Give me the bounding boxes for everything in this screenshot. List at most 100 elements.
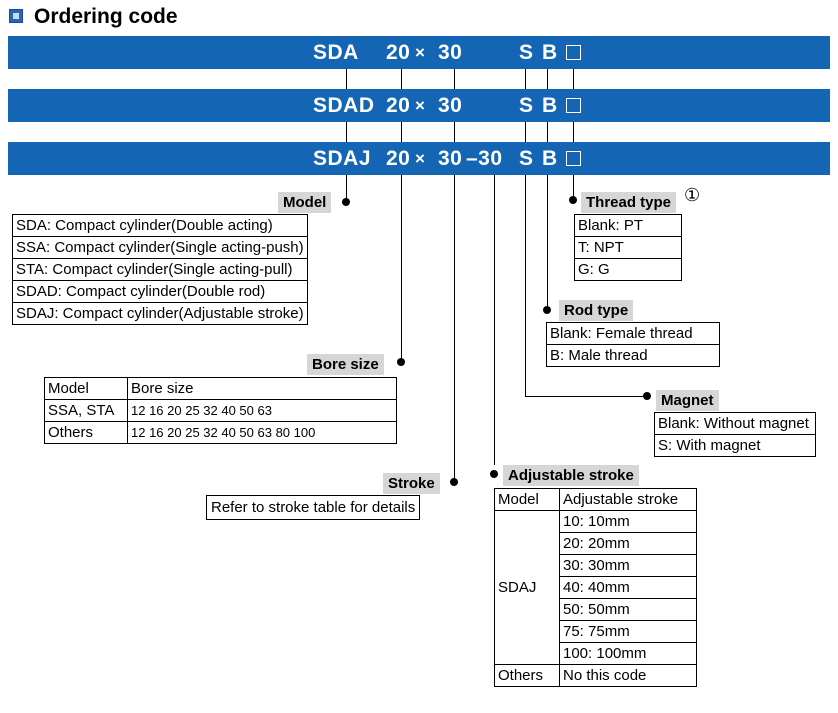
stroke-leader [454, 175, 455, 481]
magnet-dot-icon [643, 392, 651, 400]
adjustable-value: 30: 30mm [559, 554, 697, 577]
adjustable-label: Adjustable stroke [503, 465, 639, 486]
code-s: S [519, 147, 534, 170]
adjustable-header-stroke: Adjustable stroke [559, 488, 697, 511]
code-band-3 [8, 142, 830, 175]
adjustable-value: 100: 100mm [559, 642, 697, 665]
code-b: B [542, 94, 558, 117]
connector-line [401, 69, 402, 89]
adjustable-value: 40: 40mm [559, 576, 697, 599]
adjustable-value: 75: 75mm [559, 620, 697, 643]
model-item: SDAD: Compact cylinder(Double rod) [12, 280, 308, 303]
connector-line [573, 69, 574, 89]
stroke-dot-icon [450, 478, 458, 486]
adjustable-value: 50: 50mm [559, 598, 697, 621]
stroke-label: Stroke [383, 473, 440, 494]
model-list: SDA: Compact cylinder(Double acting) SSA… [12, 214, 308, 325]
magnet-label: Magnet [656, 390, 719, 411]
code-model: SDA [313, 41, 359, 64]
code-adjustable: –30 [466, 147, 503, 170]
adjustable-leader [494, 175, 495, 465]
code-bore: 20 [386, 147, 411, 170]
thread-item: Blank: PT [574, 214, 682, 237]
rod-list: Blank: Female thread B: Male thread [546, 322, 720, 367]
code-thread-box [566, 45, 581, 60]
rod-leader [547, 175, 548, 309]
code-bore: 20 [386, 94, 411, 117]
code-stroke: 30 [438, 41, 463, 64]
code-s: S [519, 94, 534, 117]
bore-table: Model Bore size SSA, STA 12 16 20 25 32 … [44, 377, 397, 444]
stroke-box: Refer to stroke table for details [205, 495, 421, 520]
magnet-item: Blank: Without magnet [654, 412, 816, 435]
connector-line [454, 122, 455, 142]
connector-line [547, 122, 548, 142]
rod-label: Rod type [559, 300, 634, 321]
bore-header-model: Model [44, 377, 128, 400]
magnet-item: S: With magnet [654, 434, 816, 457]
code-bore: 20 [386, 41, 411, 64]
thread-item: G: G [574, 258, 682, 281]
bore-row-sizes: 12 16 20 25 32 40 50 63 [127, 399, 397, 422]
thread-note-icon: ① [684, 185, 701, 205]
thread-list: Blank: PT T: NPT G: G [574, 214, 682, 281]
adjustable-value: 10: 10mm [559, 510, 697, 533]
code-s: S [519, 41, 534, 64]
connector-line [525, 122, 526, 142]
bore-dot-icon [397, 358, 405, 366]
thread-leader [573, 175, 574, 199]
bore-leader [401, 175, 402, 361]
adjustable-table: Model Adjustable stroke SDAJ 10: 10mm 20… [494, 488, 697, 687]
model-item: SSA: Compact cylinder(Single acting-push… [12, 236, 308, 259]
magnet-list: Blank: Without magnet S: With magnet [654, 412, 816, 457]
page-title: Ordering code [34, 5, 178, 28]
connector-line [573, 122, 574, 142]
magnet-leader [525, 175, 526, 396]
connector-line [547, 69, 548, 89]
bore-header-size: Bore size [127, 377, 397, 400]
code-thread-box [566, 151, 581, 166]
model-dot-icon [342, 198, 350, 206]
adjustable-value: 20: 20mm [559, 532, 697, 555]
model-label: Model [278, 192, 332, 213]
bore-row-model: Others [44, 421, 128, 444]
connector-line [401, 122, 402, 142]
model-leader [346, 175, 347, 201]
model-item: SDA: Compact cylinder(Double acting) [12, 214, 308, 237]
code-times: × [415, 43, 426, 62]
rod-dot-icon [543, 306, 551, 314]
code-model: SDAD [313, 94, 375, 117]
bore-label: Bore size [307, 354, 384, 375]
code-thread-box [566, 98, 581, 113]
code-band-2 [8, 89, 830, 122]
adjustable-dot-icon [490, 470, 498, 478]
title-square-icon [9, 9, 23, 23]
model-item: SDAJ: Compact cylinder(Adjustable stroke… [12, 302, 308, 325]
code-stroke: 30 [438, 147, 463, 170]
adjustable-others-value: No this code [559, 664, 697, 687]
code-stroke: 30 [438, 94, 463, 117]
stroke-text: Refer to stroke table for details [205, 495, 421, 520]
bore-row-sizes: 12 16 20 25 32 40 50 63 80 100 [127, 421, 397, 444]
rod-item: B: Male thread [546, 344, 720, 367]
thread-item: T: NPT [574, 236, 682, 259]
code-band-1 [8, 36, 830, 69]
rod-item: Blank: Female thread [546, 322, 720, 345]
connector-line [525, 69, 526, 89]
code-b: B [542, 41, 558, 64]
magnet-leader-h [525, 396, 647, 397]
thread-dot-icon [569, 196, 577, 204]
adjustable-others-model: Others [494, 664, 560, 687]
connector-line [346, 69, 347, 89]
bore-row-model: SSA, STA [44, 399, 128, 422]
code-model: SDAJ [313, 147, 372, 170]
connector-line [454, 69, 455, 89]
code-b: B [542, 147, 558, 170]
thread-label: Thread type [581, 192, 677, 213]
code-times: × [415, 96, 426, 115]
model-item: STA: Compact cylinder(Single acting-pull… [12, 258, 308, 281]
adjustable-group-model: SDAJ [494, 510, 560, 665]
code-times: × [415, 149, 426, 168]
connector-line [346, 122, 347, 142]
adjustable-header-model: Model [494, 488, 560, 511]
